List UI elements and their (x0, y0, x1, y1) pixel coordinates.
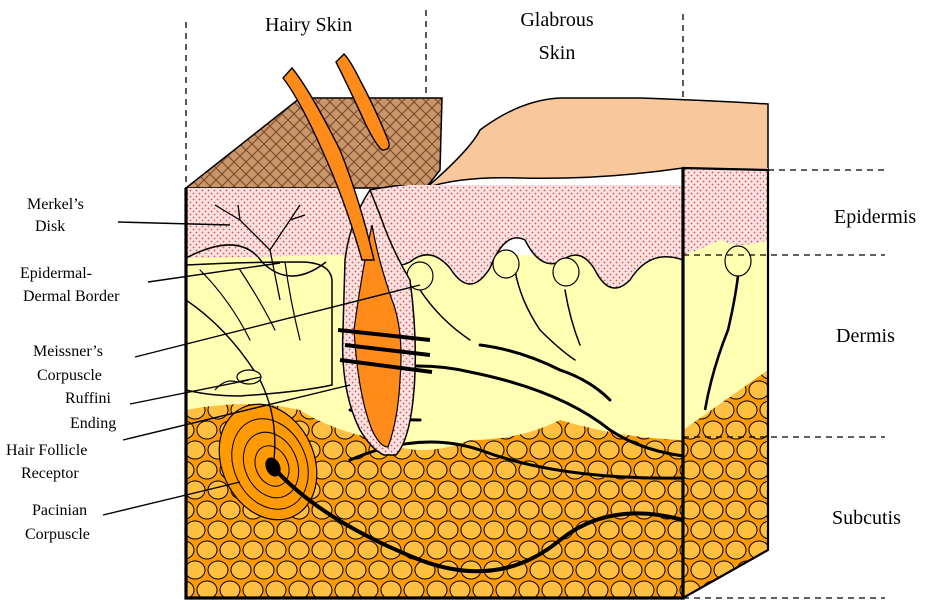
top-surface (186, 98, 768, 188)
border-label-line2: Dermal Border (23, 288, 120, 305)
follicle-label-line1: Hair Follicle (6, 442, 87, 459)
epidermis-label: Epidermis (834, 206, 916, 228)
dermis-label: Dermis (836, 325, 895, 347)
subcutis-label: Subcutis (832, 507, 901, 529)
follicle-label-line2: Receptor (21, 465, 79, 482)
pacinian-label-line1: Pacinian (32, 502, 87, 519)
glabrous-label-line1: Glabrous (520, 9, 594, 31)
hairy-skin-label: Hairy Skin (265, 14, 352, 36)
pacinian-label-line2: Corpuscle (25, 526, 90, 543)
front-face (186, 180, 683, 600)
border-label-line1: Epidermal- (20, 265, 92, 282)
merkel-label-line2: Disk (35, 218, 65, 235)
ruffini-label-line2: Ending (70, 415, 116, 432)
ruffini-label-line1: Ruffini (65, 390, 111, 407)
merkel-label-line1: Merkel’s (27, 196, 84, 213)
glabrous-label-line2: Skin (539, 42, 576, 64)
meissner-label-line2: Corpuscle (37, 367, 102, 384)
side-face (683, 168, 768, 598)
meissner-label-line1: Meissner’s (33, 343, 103, 360)
